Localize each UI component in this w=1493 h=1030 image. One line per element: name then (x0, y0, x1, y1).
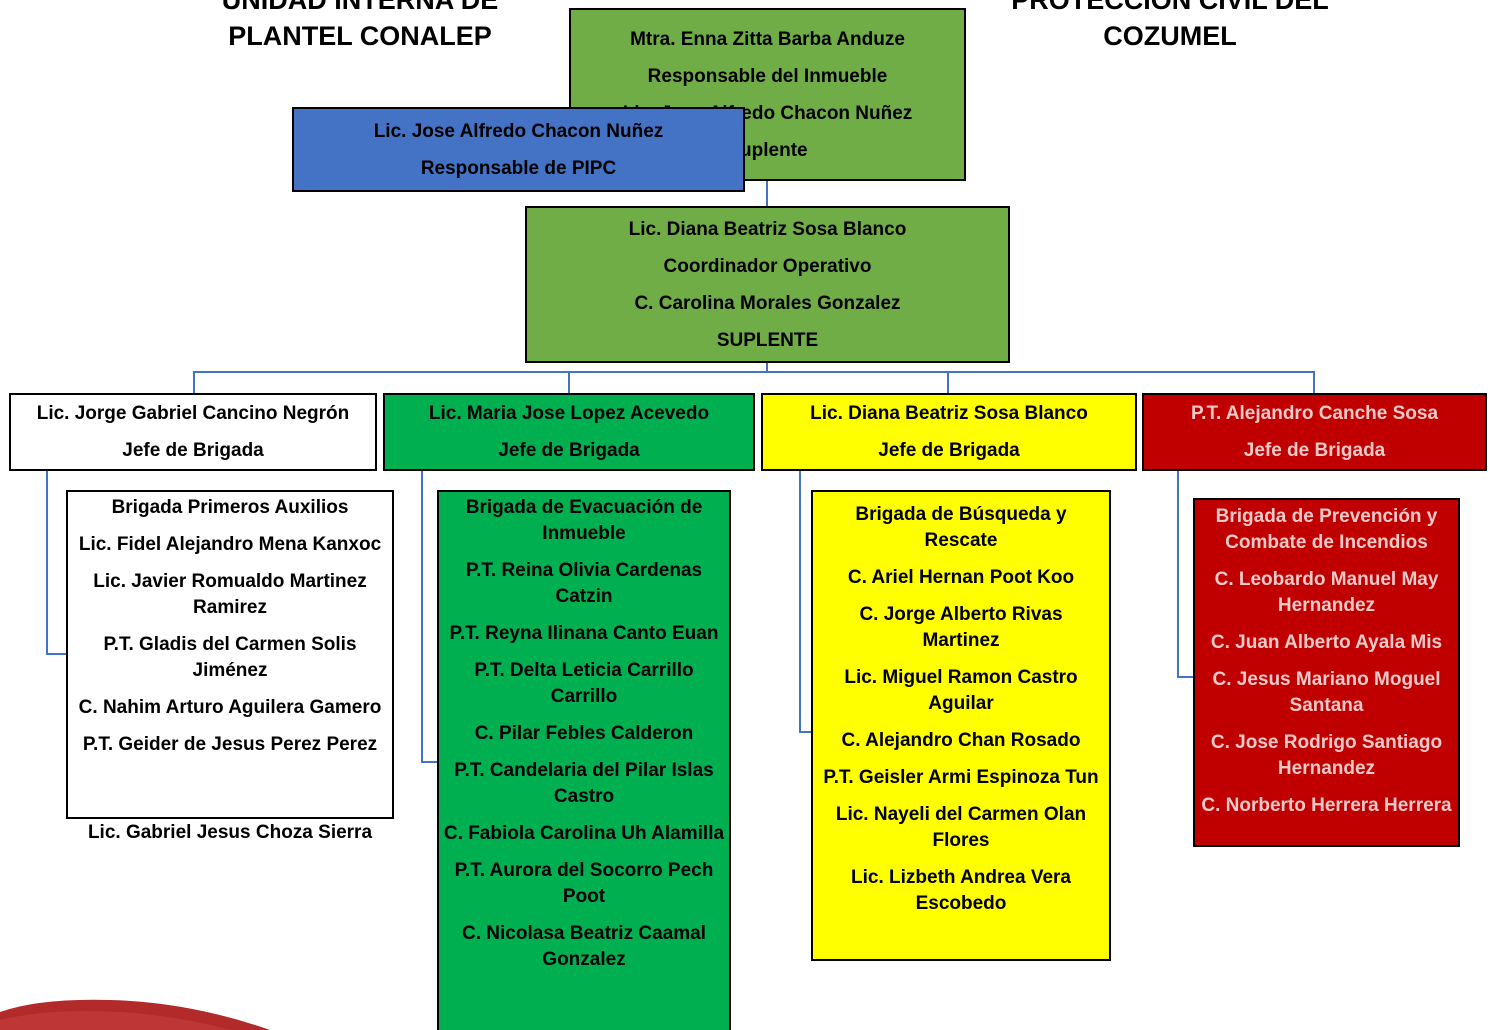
pipc-box: Lic. Jose Alfredo Chacon Nuñez Responsab… (292, 107, 745, 192)
brigada-1-member: P.T. Gladis del Carmen Solis Jiménez (103, 634, 357, 681)
connector-branch-2-v (421, 470, 423, 762)
brigada-2-member: P.T. Reyna Ilinana Canto Euan (449, 623, 719, 644)
brigada-1-member: C. Nahim Arturo Aguilera Gamero (78, 697, 382, 718)
brigada-1-member: Lic. Javier Romualdo Martinez Ramirez (93, 571, 367, 618)
brigada-2-member: P.T. Reina Olivia Cardenas Catzin (465, 560, 703, 607)
brigada-2-member: C. Pilar Febles Calderon (474, 723, 694, 744)
jefe-4-name: P.T. Alejandro Canche Sosa (1190, 403, 1439, 424)
brigada-busqueda-rescate: Brigada de Búsqueda y Rescate C. Ariel H… (811, 490, 1111, 961)
jefe-1-role: Jefe de Brigada (122, 440, 264, 461)
brigada-evacuacion: Brigada de Evacuación de Inmueble P.T. R… (437, 490, 731, 1030)
title-left: UNIDAD INTERNA DE PLANTEL CONALEP (190, 0, 530, 54)
brigada-4-member: C. Juan Alberto Ayala Mis (1210, 632, 1443, 653)
brigada-1-member: P.T. Geider de Jesus Perez Perez (82, 734, 378, 755)
brigada-3-member: Lic. Miguel Ramon Castro Aguilar (844, 667, 1078, 714)
brigada-2-member: C. Nicolasa Beatriz Caamal Gonzalez (462, 923, 706, 970)
connector-drop-3 (947, 371, 949, 394)
connector-drop-2 (568, 371, 570, 394)
jefe-brigada-1: Lic. Jorge Gabriel Cancino Negrón Jefe d… (9, 393, 377, 471)
connector-horizontal-bus (193, 371, 1315, 373)
brigada-3-member: Lic. Lizbeth Andrea Vera Escobedo (851, 867, 1071, 914)
connector-branch-3-v (799, 470, 801, 732)
connector-branch-3-h (799, 731, 813, 733)
brigada-2-member: P.T. Delta Leticia Carrillo Carrillo (474, 660, 694, 707)
brigada-3-title: Brigada de Búsqueda y Rescate (855, 504, 1067, 551)
brigada-1-member: Lic. Fidel Alejandro Mena Kanxoc (78, 534, 382, 555)
brigada-4-title: Brigada de Prevención y Combate de Incen… (1215, 506, 1438, 553)
brigada-3-member: P.T. Geisler Armi Espinoza Tun (823, 767, 1099, 788)
connector-branch-4-h (1177, 676, 1195, 678)
logo-decoration (0, 999, 270, 1030)
brigada-1-title: Brigada Primeros Auxilios (111, 497, 349, 518)
jefe-4-role: Jefe de Brigada (1243, 440, 1386, 461)
brigada-2-member: C. Fabiola Carolina Uh Alamilla (443, 823, 725, 844)
suplente-role: Suplente (727, 139, 808, 161)
connector-coord-down (766, 362, 768, 372)
title-left-line-1: UNIDAD INTERNA DE (221, 0, 499, 15)
title-right: PROTECCIÓN CIVIL DEL COZUMEL (990, 0, 1350, 54)
brigada-3-member: Lic. Nayeli del Carmen Olan Flores (835, 804, 1087, 851)
brigada-2-member: P.T. Candelaria del Pilar Islas Castro (454, 760, 714, 807)
jefe-2-name: Lic. Maria Jose Lopez Acevedo (428, 403, 710, 424)
jefe-2-role: Jefe de Brigada (498, 440, 640, 461)
title-right-line-1: PROTECCIÓN CIVIL DEL (1011, 0, 1329, 15)
coordinador-role: Coordinador Operativo (663, 255, 872, 277)
coordinador-suplente-name: C. Carolina Morales Gonzalez (634, 292, 901, 314)
title-left-line-2: PLANTEL CONALEP (228, 21, 492, 51)
connector-top-vertical (766, 180, 768, 207)
brigada-4-member: C. Norberto Herrera Herrera (1201, 795, 1452, 816)
brigada-2-member: P.T. Aurora del Socorro Pech Poot (454, 860, 714, 907)
responsable-name: Mtra. Enna Zitta Barba Anduze (630, 28, 905, 50)
title-right-line-2: COZUMEL (1103, 21, 1237, 51)
jefe-brigada-4: P.T. Alejandro Canche Sosa Jefe de Briga… (1142, 393, 1487, 471)
coordinador-suplente-role: SUPLENTE (716, 329, 819, 351)
connector-branch-2-h (421, 761, 439, 763)
coordinador-name: Lic. Diana Beatriz Sosa Blanco (628, 218, 907, 240)
brigada-1-extra-member: Lic. Gabriel Jesus Choza Sierra (87, 822, 373, 843)
jefe-3-name: Lic. Diana Beatriz Sosa Blanco (810, 403, 1088, 424)
brigada-primeros-auxilios: Brigada Primeros Auxilios Lic. Fidel Ale… (66, 490, 394, 819)
brigada-3-member: C. Jorge Alberto Rivas Martinez (859, 604, 1063, 651)
responsable-role: Responsable del Inmueble (647, 65, 888, 87)
jefe-brigada-3: Lic. Diana Beatriz Sosa Blanco Jefe de B… (761, 393, 1137, 471)
connector-branch-1-h (46, 653, 68, 655)
pipc-name: Lic. Jose Alfredo Chacon Nuñez (373, 120, 664, 142)
jefe-brigada-2: Lic. Maria Jose Lopez Acevedo Jefe de Br… (383, 393, 755, 471)
brigada-4-member: C. Jesus Mariano Moguel Santana (1212, 669, 1441, 716)
connector-drop-1 (193, 371, 195, 394)
brigada-4-member: C. Leobardo Manuel May Hernandez (1214, 569, 1439, 616)
brigada-2-title: Brigada de Evacuación de Inmueble (465, 497, 703, 544)
brigada-incendios: Brigada de Prevención y Combate de Incen… (1193, 498, 1460, 847)
connector-branch-1-v (46, 470, 48, 654)
brigada-3-member: C. Alejandro Chan Rosado (841, 730, 1081, 751)
jefe-1-name: Lic. Jorge Gabriel Cancino Negrón (36, 403, 350, 424)
brigada-3-member: C. Ariel Hernan Poot Koo (847, 567, 1075, 588)
pipc-role: Responsable de PIPC (420, 157, 617, 179)
brigada-4-member: C. Jose Rodrigo Santiago Hernandez (1210, 732, 1443, 779)
connector-branch-4-v (1177, 470, 1179, 677)
connector-drop-4 (1313, 371, 1315, 394)
jefe-3-role: Jefe de Brigada (878, 440, 1020, 461)
coordinador-box: Lic. Diana Beatriz Sosa Blanco Coordinad… (525, 206, 1010, 363)
